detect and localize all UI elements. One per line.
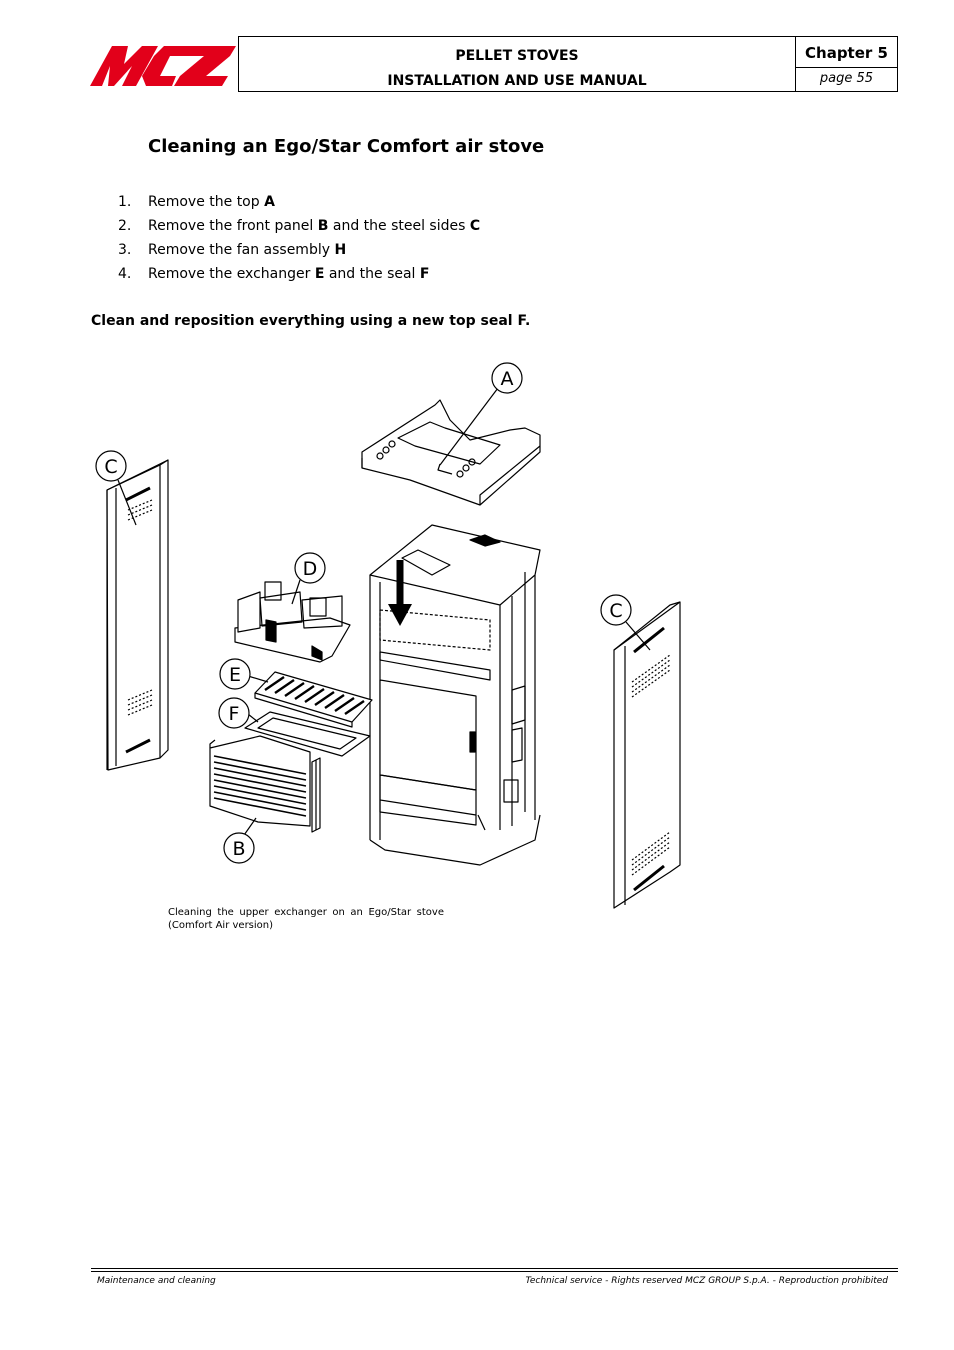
step-key: E <box>314 266 325 282</box>
stove-exploded-diagram: A C C D E F B <box>95 362 681 909</box>
callout-label: F <box>229 703 240 725</box>
page-number: page 55 <box>819 71 874 86</box>
callout-label: D <box>303 558 318 580</box>
figure-caption: Cleaning the upper exchanger on an Ego/S… <box>168 907 444 931</box>
step-item: 2.Remove the front panel B and the steel… <box>118 218 481 234</box>
header-title-cell: PELLET STOVES INSTALLATION AND USE MANUA… <box>239 37 796 91</box>
top-panel-a <box>361 399 541 506</box>
leader-line-f <box>247 713 259 723</box>
leader-line-d <box>291 579 301 605</box>
mcz-logo <box>90 46 236 86</box>
callout-label: C <box>104 456 117 478</box>
step-text: and the seal <box>324 266 420 282</box>
step-item: 1.Remove the top A <box>118 194 275 210</box>
footer-section-name: Maintenance and cleaning <box>97 1276 216 1286</box>
side-panel-c-left <box>106 459 169 771</box>
step-text: Remove the exchanger <box>148 266 315 282</box>
leader-line-a <box>439 387 499 466</box>
header-box: PELLET STOVES INSTALLATION AND USE MANUA… <box>238 36 898 92</box>
step-key: F <box>419 266 430 282</box>
leader-line-c-right <box>625 621 651 651</box>
step-text: Remove the front panel <box>148 218 318 234</box>
step-key: H <box>334 242 347 258</box>
stove-body <box>369 524 541 866</box>
callout-label: A <box>501 368 514 390</box>
seal-f <box>244 711 371 757</box>
step-text: and the steel sides <box>328 218 470 234</box>
header-chapter-cell: Chapter 5 page 55 <box>796 37 897 91</box>
product-title: PELLET STOVES <box>455 48 579 64</box>
step-key: B <box>317 218 329 234</box>
section-title: Cleaning an Ego/Star Comfort air stove <box>148 136 545 157</box>
fan-assembly-d <box>234 581 351 663</box>
front-panel-b <box>209 735 321 833</box>
exchanger-e <box>254 671 373 728</box>
callout-d: D <box>294 552 326 584</box>
down-arrow-icon <box>388 560 412 626</box>
callout-label: C <box>609 600 622 622</box>
callout-a: A <box>491 362 523 394</box>
instruction-note: Clean and reposition everything using a … <box>91 313 531 329</box>
callout-label: E <box>229 664 241 686</box>
step-item: 4.Remove the exchanger E and the seal F <box>118 266 430 282</box>
step-item: 3.Remove the fan assembly H <box>118 242 347 258</box>
manual-title: INSTALLATION AND USE MANUAL <box>387 73 647 89</box>
callout-c-right: C <box>600 594 632 626</box>
step-text: Remove the fan assembly <box>148 242 335 258</box>
step-key: A <box>264 194 275 210</box>
leader-line-e <box>247 675 269 683</box>
side-panel-c-right <box>613 601 681 909</box>
chapter-label: Chapter 5 <box>796 37 897 68</box>
step-key: C <box>469 218 481 234</box>
callout-f: F <box>218 697 250 729</box>
footer-divider <box>91 1271 898 1272</box>
leader-line-c-left <box>117 479 137 526</box>
callout-b: B <box>223 832 255 864</box>
callout-label: B <box>232 838 245 860</box>
callout-e: E <box>219 658 251 690</box>
footer-copyright: Technical service - Rights reserved MCZ … <box>525 1276 888 1286</box>
step-text: Remove the top <box>148 194 265 210</box>
steps-list: 1.Remove the top A 2.Remove the front pa… <box>118 192 480 288</box>
callout-c-left: C <box>95 450 127 482</box>
footer-divider <box>91 1268 898 1269</box>
